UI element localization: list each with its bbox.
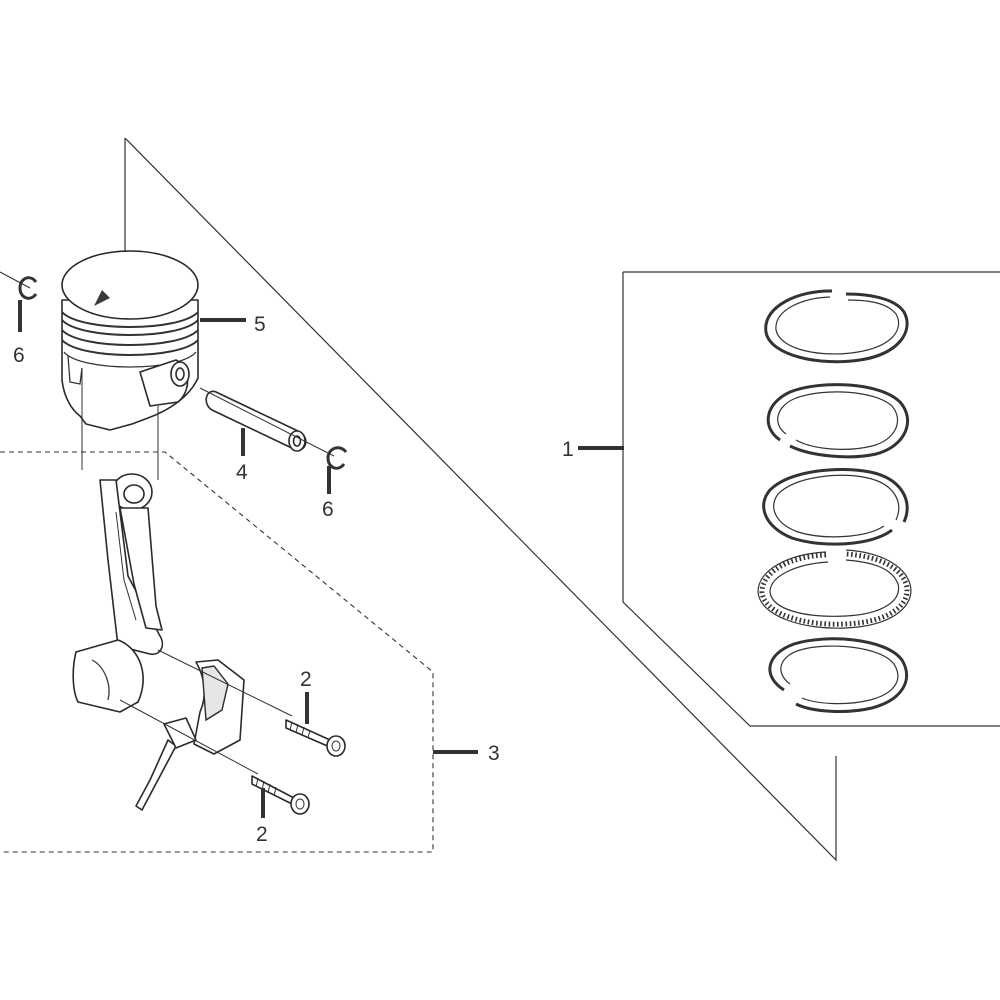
connecting-rod	[72, 473, 177, 811]
assembly-guide-lines	[0, 271, 335, 775]
connecting-rod-dashed-frame	[0, 451, 434, 853]
piston-ring-3	[762, 467, 909, 546]
arrow-mark-icon	[94, 290, 110, 306]
piston-pin	[205, 390, 307, 452]
callout-clip-left: 6	[13, 344, 25, 367]
ring-set-frame	[622, 271, 1000, 727]
callout-ring-set: 1	[562, 438, 574, 461]
piston-ring-1	[764, 289, 909, 364]
piston	[61, 250, 199, 431]
callout-bolt-lower: 2	[256, 823, 268, 846]
piston-group-frame	[124, 137, 837, 862]
piston-ring-2	[766, 383, 910, 459]
callout-bolt-upper: 2	[300, 668, 312, 691]
callout-clip-right: 6	[322, 498, 334, 521]
piston-ring-5	[768, 637, 909, 713]
circlip-right	[326, 446, 348, 470]
rod-bolt-lower	[251, 775, 310, 815]
callout-connecting-rod-assembly: 3	[488, 742, 500, 765]
callout-piston-pin: 4	[236, 461, 248, 484]
callout-piston: 5	[254, 313, 266, 336]
rod-bolt-upper	[285, 719, 346, 757]
piston-ring-oil-expander	[757, 549, 912, 629]
rod-cap	[163, 659, 245, 755]
leader-lines	[18, 300, 624, 818]
circlip-left	[18, 276, 38, 300]
